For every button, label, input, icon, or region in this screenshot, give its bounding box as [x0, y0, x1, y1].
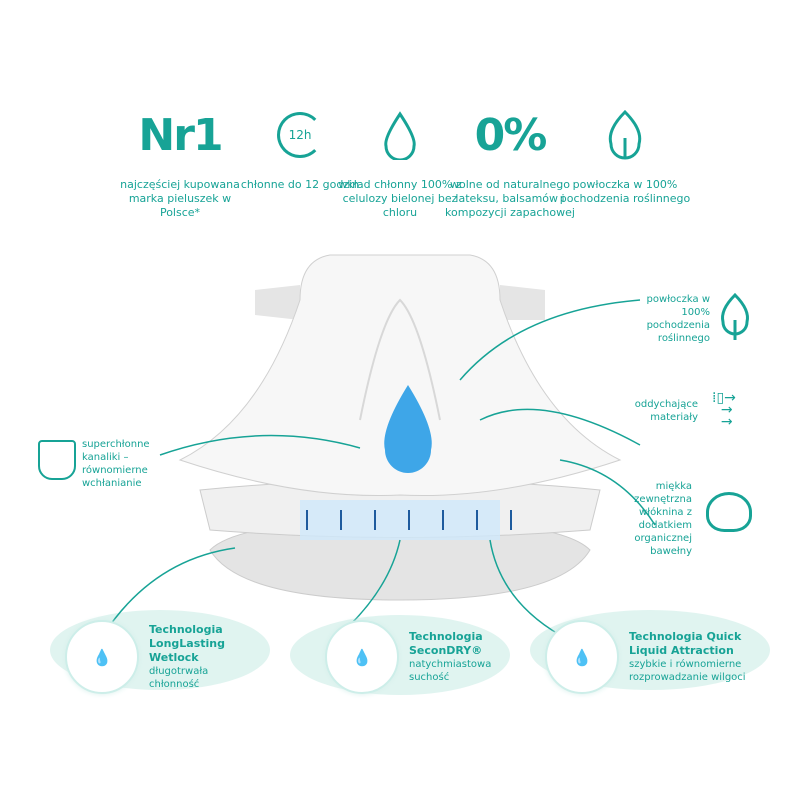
feature-plant: powłoczka w 100% pochodzenia roślinnego [555, 100, 695, 206]
breathable-icon: ⁞▯→ → → [712, 390, 736, 430]
callout-channels: superchłonne kanaliki – równomierne wchł… [82, 439, 150, 489]
feature-text: powłoczka w 100% pochodzenia roślinnego [559, 178, 691, 205]
feature-text: wolne od naturalnego lateksu, balsamów i… [445, 178, 575, 219]
secondry-icon: 💧 [325, 620, 399, 694]
callout-coating: powłoczka w 100% pochodzenia roślinnego [646, 294, 710, 344]
wetlock-icon: 💧 [65, 620, 139, 694]
tech-sub: szybkie i równomierne rozprowadzanie wil… [629, 659, 746, 683]
quick-liquid-icon: 💧 [545, 620, 619, 694]
nr1-badge: Nr1 [138, 109, 223, 161]
callout-breathable: oddychające materiały [634, 399, 698, 423]
leaf-icon [555, 100, 695, 170]
feature-cellulose: wkład chłonny 100% z celulozy bielonej b… [330, 100, 470, 220]
feature-zero: 0% wolne od naturalnego lateksu, balsamó… [440, 100, 580, 220]
tech-sub: długotrwała chłonność [149, 666, 209, 690]
feature-text: najczęściej kupowana marka pieluszek w P… [120, 178, 240, 219]
tech-title: Technologia LongLasting Wetlock [149, 623, 225, 664]
diaper-icon [38, 440, 76, 480]
feature-12h: 12h chłonne do 12 godzin [230, 100, 370, 192]
drop-icon [330, 100, 470, 170]
tech-secondry: 💧 Technologia SeconDRY®natychmiastowa su… [325, 620, 492, 694]
leaf-icon [721, 292, 749, 340]
feature-nr1: Nr1 najczęściej kupowana marka pieluszek… [110, 100, 250, 220]
zero-badge: 0% [474, 109, 548, 161]
cotton-icon [706, 492, 752, 532]
12h-badge: 12h [277, 112, 323, 158]
feature-text: chłonne do 12 godzin [240, 178, 360, 191]
feature-text: wkład chłonny 100% z celulozy bielonej b… [338, 178, 462, 219]
tech-title: Technologia SeconDRY® [409, 630, 483, 657]
callout-cotton: miękka zewnętrzna włóknina z dodatkiem o… [634, 481, 692, 557]
nr1-icon: Nr1 [110, 100, 250, 170]
tech-sub: natychmiastowa suchość [409, 659, 492, 683]
moon-12h-icon: 12h [230, 100, 370, 170]
tech-title: Technologia Quick Liquid Attraction [629, 630, 742, 657]
zero-percent-icon: 0% [440, 100, 580, 170]
